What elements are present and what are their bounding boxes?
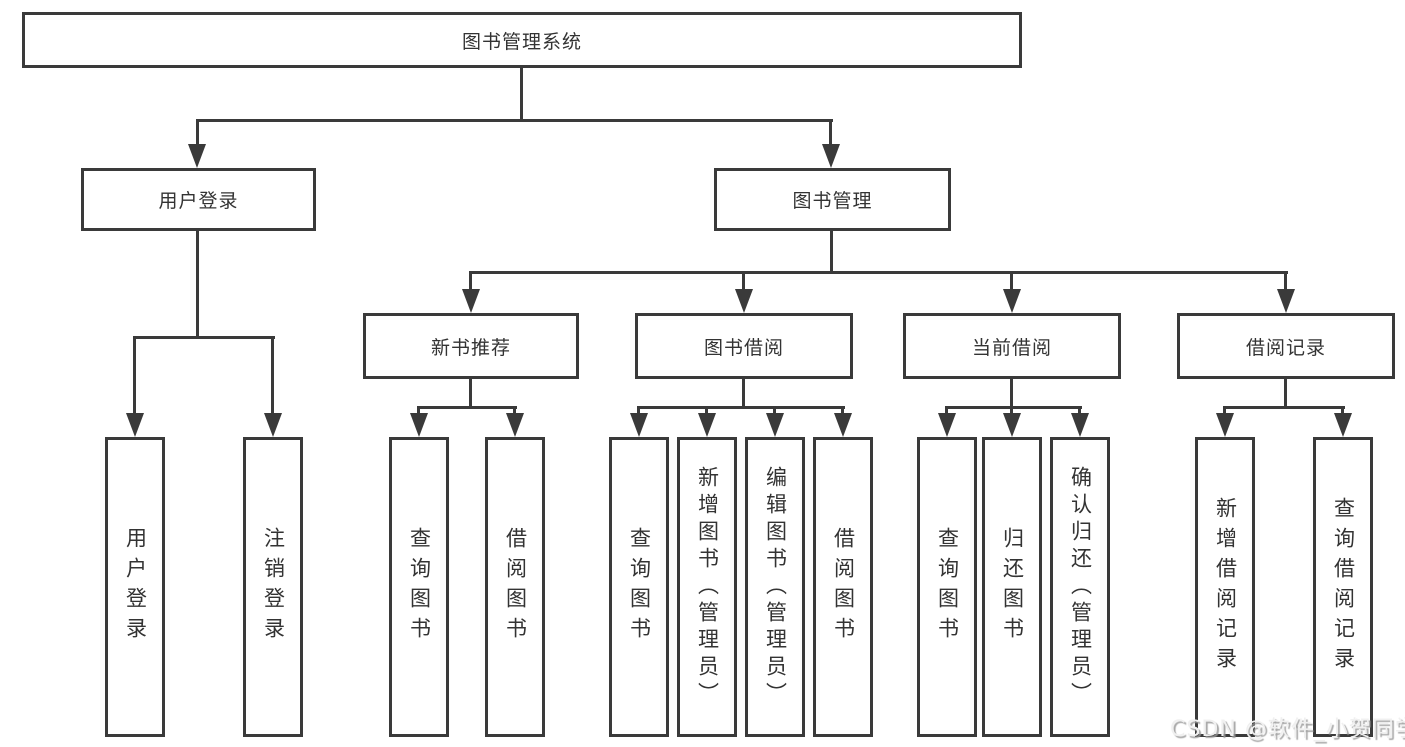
node-current-borrowing: 当前借阅	[903, 313, 1121, 379]
connector-line	[196, 231, 199, 339]
connector-line	[637, 406, 845, 409]
connector-line	[945, 406, 1082, 409]
node-borrowing-records: 借阅记录	[1177, 313, 1395, 379]
arrowhead-down	[126, 413, 144, 437]
node-library-management-system: 图书管理系统	[22, 12, 1022, 68]
connector-line	[1284, 271, 1287, 291]
connector-line	[830, 231, 833, 274]
leaf-query-books-current: 查询图书	[917, 437, 977, 737]
arrowhead-down	[1277, 289, 1295, 313]
arrowhead-down	[834, 413, 852, 437]
connector-line	[469, 271, 472, 291]
connector-line	[945, 406, 948, 415]
node-book-borrowing: 图书借阅	[635, 313, 853, 379]
arrowhead-down	[698, 413, 716, 437]
connector-line	[1341, 406, 1344, 415]
arrowhead-down	[735, 289, 753, 313]
leaf-query-books-borrowing: 查询图书	[609, 437, 669, 737]
arrowhead-down	[506, 413, 524, 437]
arrowhead-down	[1003, 289, 1021, 313]
connector-line	[469, 271, 1288, 274]
connector-line	[133, 336, 275, 339]
connector-line	[1223, 406, 1226, 415]
node-book-management: 图书管理	[714, 168, 951, 231]
connector-line	[196, 119, 199, 147]
connector-line	[417, 406, 517, 409]
arrowhead-down	[822, 144, 840, 168]
connector-line	[469, 379, 472, 409]
arrowhead-down	[766, 413, 784, 437]
arrowhead-down	[462, 289, 480, 313]
arrowhead-down	[188, 144, 206, 168]
connector-line	[1010, 271, 1013, 291]
arrowhead-down	[264, 413, 282, 437]
arrowhead-down	[630, 413, 648, 437]
connector-line	[133, 336, 136, 416]
connector-line	[829, 119, 832, 147]
leaf-add-books-admin: 新增图书（管理员）	[677, 437, 737, 737]
leaf-borrow-books-borrowing: 借阅图书	[813, 437, 873, 737]
connector-line	[417, 406, 420, 415]
connector-line	[196, 119, 833, 122]
connector-line	[1223, 406, 1345, 409]
leaf-logout: 注销登录	[243, 437, 303, 737]
csdn-watermark: CSDN @软件_小贺同学	[1170, 717, 1405, 742]
connector-line	[841, 406, 844, 415]
arrowhead-down	[1216, 413, 1234, 437]
connector-line	[520, 67, 523, 122]
connector-line	[513, 406, 516, 415]
arrowhead-down	[938, 413, 956, 437]
leaf-query-books-recommend: 查询图书	[389, 437, 449, 737]
node-user-login: 用户登录	[81, 168, 316, 231]
arrowhead-down	[1003, 413, 1021, 437]
leaf-edit-books-admin: 编辑图书（管理员）	[745, 437, 805, 737]
connector-line	[1284, 379, 1287, 409]
connector-line	[1078, 406, 1081, 415]
arrowhead-down	[1334, 413, 1352, 437]
connector-line	[271, 336, 274, 416]
leaf-query-borrow-record: 查询借阅记录	[1313, 437, 1373, 737]
node-new-book-recommend: 新书推荐	[363, 313, 579, 379]
connector-line	[637, 406, 640, 415]
arrowhead-down	[1071, 413, 1089, 437]
connector-line	[773, 406, 776, 415]
connector-line	[742, 379, 745, 409]
connector-line	[1010, 379, 1013, 409]
leaf-return-books: 归还图书	[982, 437, 1042, 737]
leaf-user-login: 用户登录	[105, 437, 165, 737]
connector-line	[705, 406, 708, 415]
leaf-add-borrow-record: 新增借阅记录	[1195, 437, 1255, 737]
leaf-borrow-books-recommend: 借阅图书	[485, 437, 545, 737]
connector-line	[1010, 406, 1013, 415]
leaf-confirm-return-admin: 确认归还（管理员）	[1050, 437, 1110, 737]
arrowhead-down	[410, 413, 428, 437]
connector-line	[742, 271, 745, 291]
